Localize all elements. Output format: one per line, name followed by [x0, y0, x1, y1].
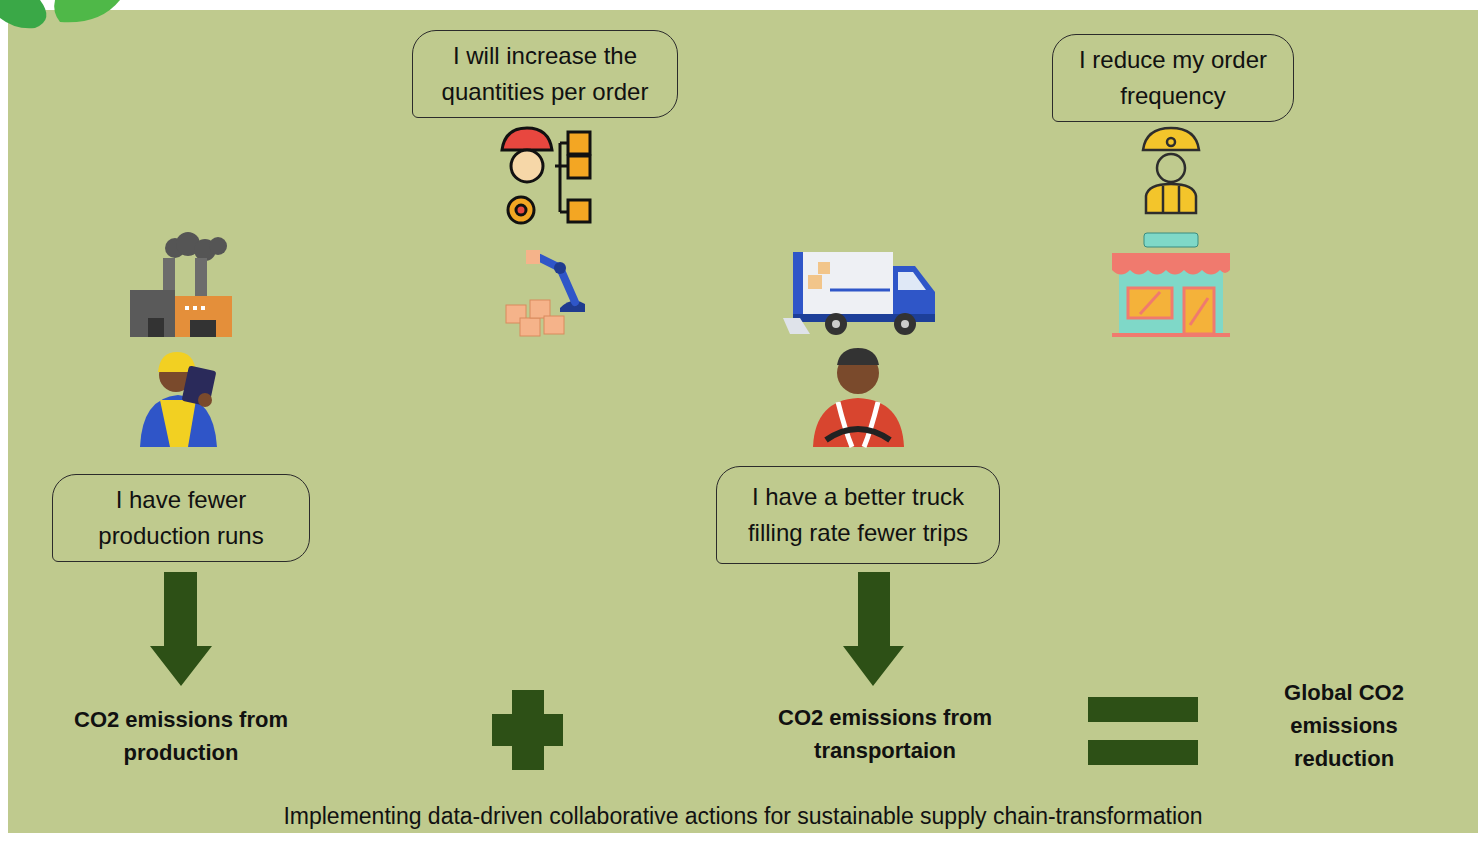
- speech-bubble: I reduce my order frequency: [1052, 34, 1294, 122]
- worker-icon: [1143, 128, 1199, 213]
- shop-icon: [1112, 233, 1230, 337]
- leaf-logo: [0, 0, 120, 28]
- bubble-text: I reduce my order frequency: [1064, 42, 1282, 114]
- bubble-text: I have fewer production runs: [64, 482, 298, 554]
- factory-icon: [130, 232, 232, 337]
- equals-sign: [1088, 697, 1198, 765]
- delivery-truck-icon: [783, 252, 935, 335]
- worker-with-boxes-icon: [502, 128, 590, 223]
- plus-sign: [492, 690, 563, 770]
- speech-bubble: I have a better truck filling rate fewer…: [716, 466, 1000, 564]
- worker-with-tablet-icon: [140, 352, 217, 447]
- down-arrow: [843, 572, 904, 686]
- bubble-text: I have a better truck filling rate fewer…: [728, 479, 988, 551]
- speech-bubble: I have fewer production runs: [52, 474, 310, 562]
- truck-driver-icon: [813, 348, 904, 447]
- caption: Implementing data-driven collaborative a…: [8, 803, 1478, 830]
- robot-arm-icon: [506, 250, 585, 336]
- bubble-text: I will increase the quantities per order: [424, 38, 666, 110]
- panel-background: [8, 10, 1478, 833]
- emission-label: CO2 emissions from production: [66, 703, 296, 769]
- down-arrow: [150, 572, 212, 686]
- speech-bubble: I will increase the quantities per order: [412, 30, 678, 118]
- emission-label: CO2 emissions from transportaion: [760, 701, 1010, 767]
- emission-label: Global CO2 emissions reduction: [1269, 676, 1419, 775]
